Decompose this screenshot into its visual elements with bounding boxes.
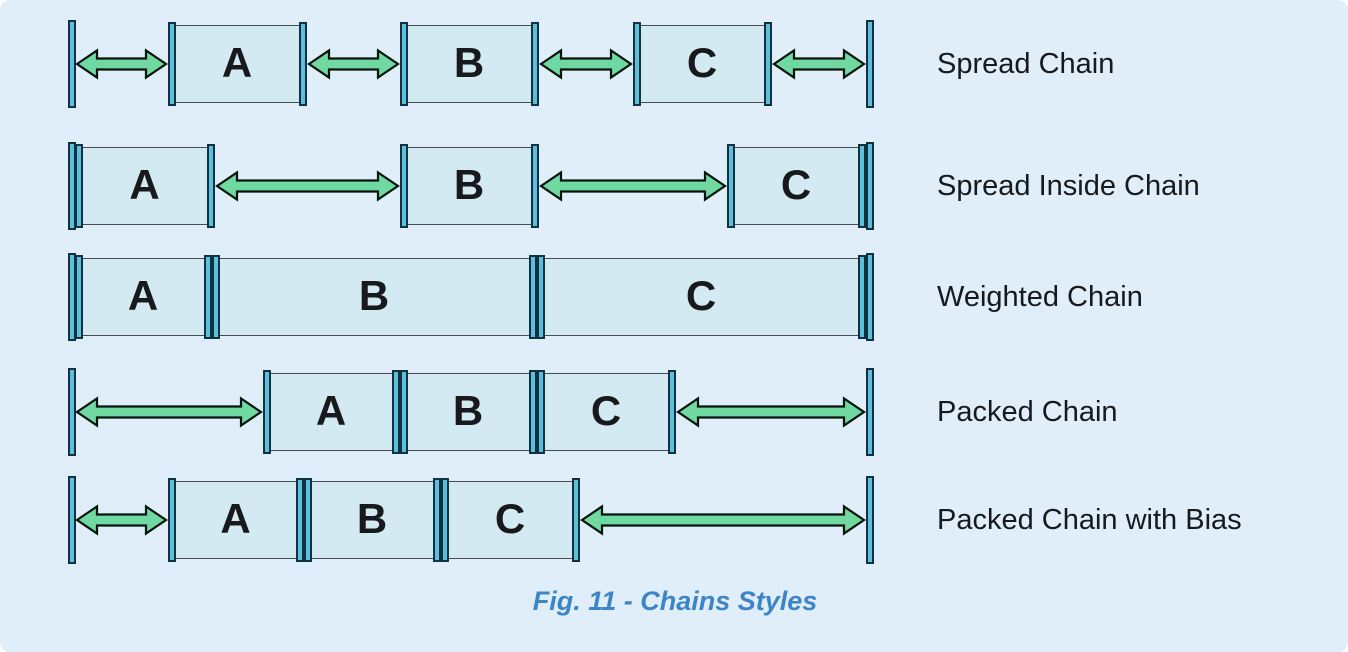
row-label: Packed Chain with Bias [937, 504, 1242, 536]
row-label: Spread Chain [937, 48, 1115, 80]
right-anchor-bar [529, 370, 537, 454]
widget-letter: B [358, 272, 391, 319]
widget-letter: C [686, 39, 719, 86]
left-anchor-bar [168, 478, 176, 562]
right-anchor-bar [299, 22, 307, 106]
widget-letter: B [453, 161, 486, 208]
right-anchor-bar [531, 22, 539, 106]
right-anchor-bar [204, 255, 212, 339]
left-anchor-bar [168, 22, 176, 106]
left-anchor-bar [727, 144, 735, 228]
left-anchor-bar [75, 144, 83, 228]
right-anchor-bar [392, 370, 400, 454]
figure-caption: Fig. 11 - Chains Styles [532, 586, 818, 616]
left-anchor-bar [263, 370, 271, 454]
parent-end-edge-bar [866, 476, 874, 564]
widget-box-b: B [400, 22, 539, 106]
widget-box-b: B [212, 255, 537, 339]
right-anchor-bar [572, 478, 580, 562]
spacing-arrow [75, 396, 263, 428]
spacing-arrow [676, 396, 866, 428]
parent-start-edge-bar [68, 368, 76, 456]
widget-letter: C [494, 495, 527, 542]
row-label: Packed Chain [937, 396, 1118, 428]
right-anchor-bar [296, 478, 304, 562]
left-anchor-bar [212, 255, 220, 339]
spacing-arrow [215, 170, 400, 202]
parent-end-edge-bar [866, 368, 874, 456]
widget-box-a: A [75, 144, 215, 228]
parent-end-edge-bar [866, 142, 874, 230]
right-anchor-bar [858, 144, 866, 228]
widget-box-a: A [75, 255, 212, 339]
widget-box-a: A [168, 478, 304, 562]
widget-box-c: C [537, 255, 866, 339]
left-anchor-bar [441, 478, 449, 562]
right-anchor-bar [764, 22, 772, 106]
right-anchor-bar [529, 255, 537, 339]
widget-box-a: A [168, 22, 307, 106]
left-anchor-bar [537, 370, 545, 454]
widget-letter: A [315, 387, 348, 434]
spacing-arrow [307, 48, 400, 80]
parent-end-edge-bar [866, 20, 874, 108]
widget-letter: C [590, 387, 623, 434]
spacing-arrow [772, 48, 866, 80]
right-anchor-bar [433, 478, 441, 562]
spacing-arrow [539, 48, 633, 80]
widget-letter: C [685, 272, 718, 319]
widget-letter: A [127, 272, 160, 319]
spacing-arrow [580, 504, 866, 536]
widget-letter: A [221, 39, 254, 86]
right-anchor-bar [858, 255, 866, 339]
right-anchor-bar [207, 144, 215, 228]
widget-box-c: C [727, 144, 866, 228]
row-label: Weighted Chain [937, 281, 1143, 313]
left-anchor-bar [304, 478, 312, 562]
parent-start-edge-bar [68, 20, 76, 108]
widget-letter: A [129, 161, 161, 208]
left-anchor-bar [400, 144, 408, 228]
widget-box-b: B [400, 370, 537, 454]
widget-box-b: B [304, 478, 441, 562]
parent-end-edge-bar [866, 253, 874, 341]
widget-letter: C [780, 161, 813, 208]
left-anchor-bar [537, 255, 545, 339]
widget-box-c: C [441, 478, 580, 562]
widget-box-a: A [263, 370, 400, 454]
spacing-arrow [75, 504, 168, 536]
right-anchor-bar [531, 144, 539, 228]
widget-box-c: C [633, 22, 772, 106]
left-anchor-bar [633, 22, 641, 106]
spacing-arrow [75, 48, 168, 80]
widget-letter: B [452, 387, 485, 434]
widget-letter: A [220, 495, 252, 542]
parent-start-edge-bar [68, 476, 76, 564]
widget-box-b: B [400, 144, 539, 228]
left-anchor-bar [400, 22, 408, 106]
left-anchor-bar [400, 370, 408, 454]
row-label: Spread Inside Chain [937, 170, 1200, 202]
right-anchor-bar [668, 370, 676, 454]
widget-letter: B [453, 39, 486, 86]
widget-letter: B [356, 495, 389, 542]
spacing-arrow [539, 170, 727, 202]
left-anchor-bar [75, 255, 83, 339]
widget-box-c: C [537, 370, 676, 454]
